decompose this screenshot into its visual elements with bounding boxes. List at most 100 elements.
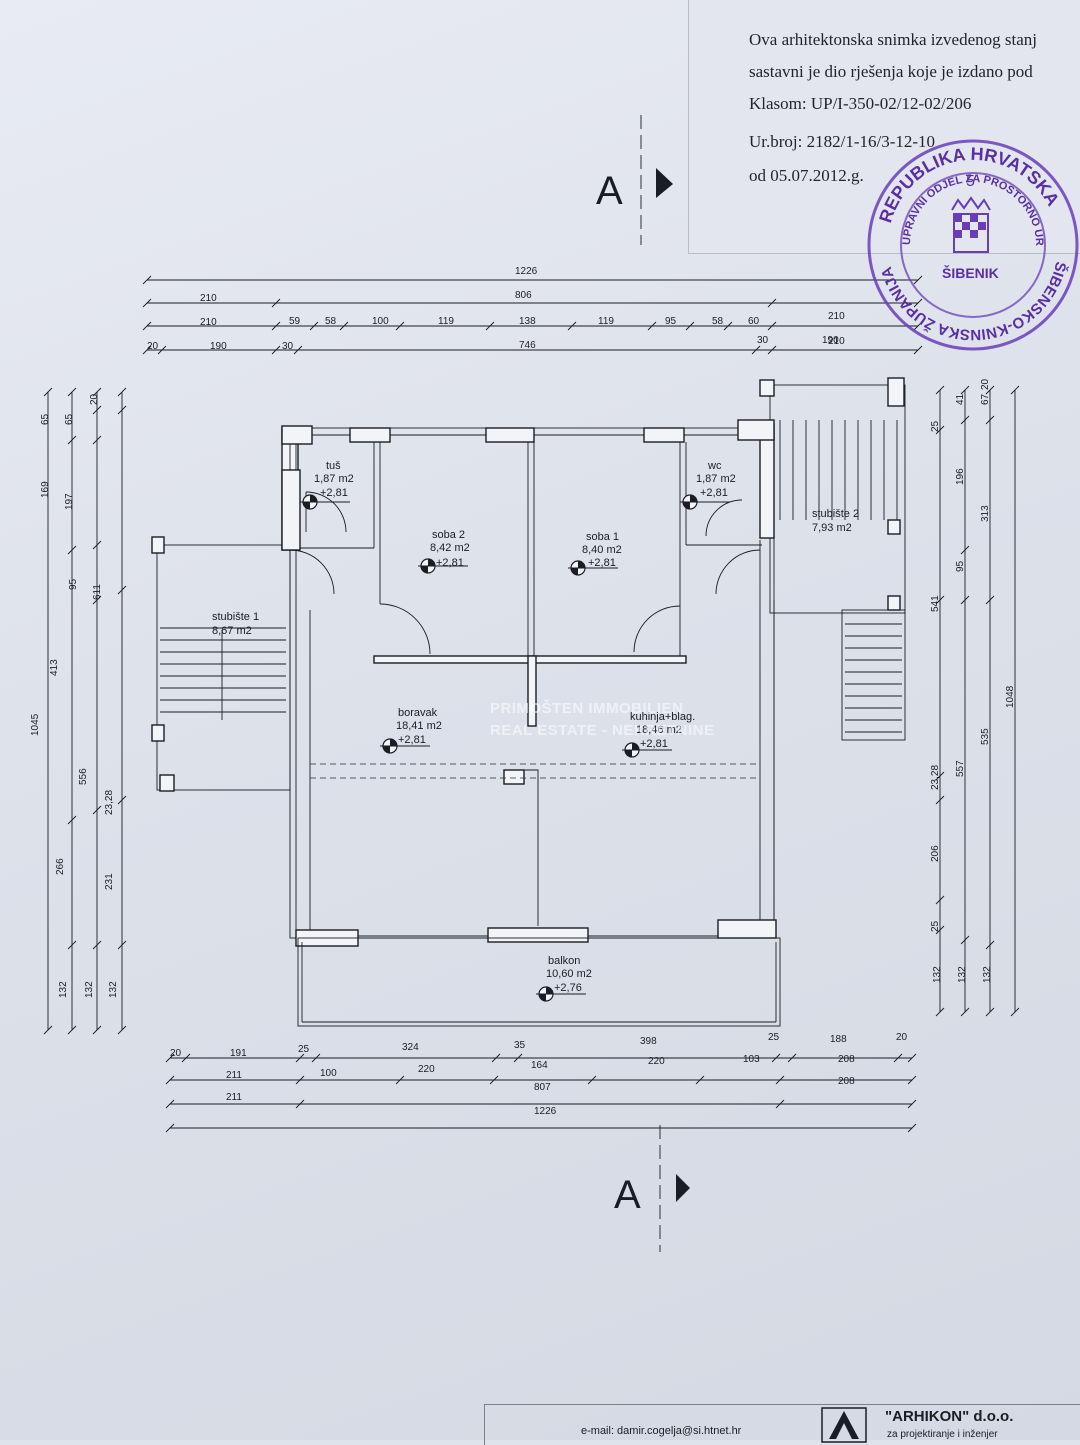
room-area-soba-2: 8,42 m2 xyxy=(430,542,470,554)
dim-left-c4-1: 20 xyxy=(89,393,100,405)
dim-bot-r1-7: 25 xyxy=(768,1032,780,1043)
dimension-tick xyxy=(935,795,945,805)
croatian-coat-of-arms-icon xyxy=(951,196,991,253)
room-area-stubiste-1: 8,67 m2 xyxy=(212,625,252,637)
room-kuhinja: kuhinja+blag. 18,46 m2 +2,81 xyxy=(630,711,695,750)
dim-top-r3-9: 58 xyxy=(712,316,724,327)
dimension-tick xyxy=(117,405,127,415)
dimension-tick xyxy=(907,1099,917,1109)
dimension-tick xyxy=(907,1053,917,1063)
dimension-tick xyxy=(767,321,777,331)
dimensions-top: 1226 210 806 210 210 59 58 100 119 138 1… xyxy=(142,266,923,355)
seal-city: ŠIBENIK xyxy=(942,264,999,281)
dim-top-r2-2: 806 xyxy=(515,290,532,301)
dimensions-bottom: 20 191 25 324 35 398 25 188 20 211 100 2… xyxy=(165,1032,917,1133)
dimension-tick xyxy=(935,595,945,605)
dimension-tick xyxy=(913,275,923,285)
dim-bot-r2-3: 220 xyxy=(418,1064,435,1075)
dimension-tick xyxy=(751,345,761,355)
dim-bot-r2-5: 220 xyxy=(648,1056,665,1067)
dim-right-c2-2: 196 xyxy=(955,468,966,485)
dim-top-r4-1: 20 xyxy=(147,341,159,352)
dimension-tick xyxy=(985,385,995,395)
dimension-tick xyxy=(489,1075,499,1085)
dim-left-c3-1: 65 xyxy=(64,413,75,425)
dim-top-r2-1: 210 xyxy=(200,293,217,304)
dim-right-c3-2: 67 xyxy=(980,393,991,405)
dimension-tick xyxy=(960,595,970,605)
dim-bot-r2-4: 164 xyxy=(531,1060,548,1071)
dimension-tick xyxy=(309,321,319,331)
dimension-tick xyxy=(117,387,127,397)
official-seal: REPUBLIKA HRVATSKA ŠIBENSKO-KNINSKA ŽUPA… xyxy=(858,130,1079,351)
dim-top-r3-10: 60 xyxy=(748,316,760,327)
dim-top-r3-5: 119 xyxy=(438,316,454,327)
dimension-tick xyxy=(695,1075,705,1085)
dimension-tick xyxy=(985,940,995,950)
dimension-tick xyxy=(960,935,970,945)
dim-top-r3-3: 58 xyxy=(325,316,337,327)
dimension-tick xyxy=(92,940,102,950)
dimension-tick xyxy=(685,321,695,331)
dim-top-r3-6: 138 xyxy=(519,316,536,327)
dimension-tick xyxy=(295,1099,305,1109)
dimension-tick xyxy=(587,1075,597,1085)
dim-bot-r1-2: 191 xyxy=(230,1048,247,1059)
dimension-tick xyxy=(142,345,152,355)
dim-right-c3-3: 313 xyxy=(980,505,991,522)
dim-right-c2-1: 41 xyxy=(955,393,966,405)
dimension-tick xyxy=(775,1099,785,1109)
arhikon-logo-icon xyxy=(821,1407,867,1443)
dimension-tick xyxy=(157,345,167,355)
dim-right-c1-1: 25 xyxy=(930,420,941,432)
dimension-tick xyxy=(339,321,349,331)
dim-bot-r1-8: 188 xyxy=(830,1034,847,1045)
dim-left-c2-5: 132 xyxy=(58,981,69,998)
dimension-tick xyxy=(513,1053,523,1063)
room-name-kuhinja: kuhinja+blag. xyxy=(630,711,695,723)
dim-right-c1-4: 206 xyxy=(930,845,941,862)
dimension-tick xyxy=(395,321,405,331)
dimension-tick xyxy=(985,1007,995,1017)
dim-bot-r2-6: 103 xyxy=(743,1054,760,1065)
room-name-soba-2: soba 2 xyxy=(432,529,465,541)
dimension-tick xyxy=(935,771,945,781)
dimension-tick xyxy=(92,387,102,397)
dim-left-c3-4: 556 xyxy=(78,768,89,785)
room-name-boravak: boravak xyxy=(398,707,438,719)
dim-left-c2-2: 169 xyxy=(40,481,51,498)
dim-top-r4-4: 746 xyxy=(519,340,536,351)
dimension-tick xyxy=(142,298,152,308)
dim-top-total: 1226 xyxy=(515,266,538,277)
watermark-line-1: PRIMOŠTEN IMMOBILIEN xyxy=(490,700,684,717)
dimension-tick xyxy=(907,1075,917,1085)
dimension-tick xyxy=(771,1053,781,1063)
dimension-tick xyxy=(787,1053,797,1063)
dim-bot-r1-9: 20 xyxy=(896,1032,908,1043)
approval-line-1: Ova arhitektonska snimka izvedenog stanj xyxy=(749,30,1037,49)
dim-right-c2-3: 95 xyxy=(955,560,966,572)
room-name-stubiste-1: stubište 1 xyxy=(212,611,259,623)
dim-top-r3-4: 100 xyxy=(372,316,389,327)
dim-top-r2-3: 210 xyxy=(828,311,845,322)
dimension-tick xyxy=(491,1053,501,1063)
room-area-stubiste-2: 7,93 m2 xyxy=(812,522,852,534)
dimension-tick xyxy=(43,1025,53,1035)
dim-left-c2-4: 266 xyxy=(55,858,66,875)
dim-left-c3-5: 132 xyxy=(84,981,95,998)
dim-bot-r1-3: 25 xyxy=(298,1044,310,1055)
dimension-tick xyxy=(67,387,77,397)
dim-right-c1-5: 25 xyxy=(930,920,941,932)
room-tus: tuš 1,87 m2 +2,81 xyxy=(314,460,354,499)
dim-bot-r1-5: 35 xyxy=(514,1040,526,1051)
section-label-top: A xyxy=(596,169,623,213)
dim-bot-r1-1: 20 xyxy=(170,1048,182,1059)
dimension-tick xyxy=(767,298,777,308)
dim-top-r3-8: 95 xyxy=(665,316,677,327)
dim-bot-r3-2: 807 xyxy=(534,1082,551,1093)
room-level-wc: +2,81 xyxy=(700,487,728,499)
room-level-tus: +2,81 xyxy=(320,487,348,499)
dim-top-r4-6: 190 xyxy=(822,335,839,346)
dim-right-c2-5: 132 xyxy=(957,966,968,983)
dimension-tick xyxy=(913,298,923,308)
